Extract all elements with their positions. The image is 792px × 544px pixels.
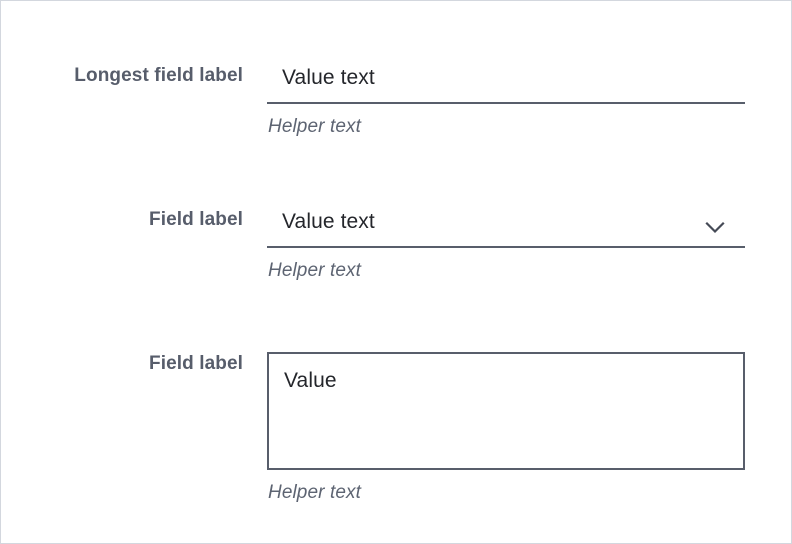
- form-field-text: Longest field label Value text Helper te…: [43, 64, 745, 139]
- field-control-textarea: Value Helper text: [267, 352, 745, 505]
- form-field-textarea: Field label Value Helper text: [43, 352, 745, 505]
- field-label-textarea: Field label: [148, 353, 243, 374]
- field-label-longest: Longest field label: [74, 65, 243, 86]
- select-input-value: Value text: [282, 210, 375, 233]
- textarea-input-value: Value: [284, 369, 337, 392]
- text-input[interactable]: Value text: [267, 64, 745, 104]
- chevron-down-icon[interactable]: [702, 214, 728, 240]
- text-input-value: Value text: [282, 66, 375, 89]
- textarea-input[interactable]: Value: [267, 352, 745, 470]
- helper-text-3: Helper text: [268, 482, 361, 503]
- helper-text-2: Helper text: [268, 260, 361, 281]
- helper-text-1: Helper text: [268, 116, 361, 137]
- field-control-text: Value text Helper text: [267, 64, 745, 139]
- field-control-select: Value text Helper text: [267, 208, 745, 283]
- form-field-select: Field label Value text Helper text: [43, 208, 745, 283]
- select-input[interactable]: Value text: [267, 208, 745, 248]
- field-label-select: Field label: [148, 209, 243, 230]
